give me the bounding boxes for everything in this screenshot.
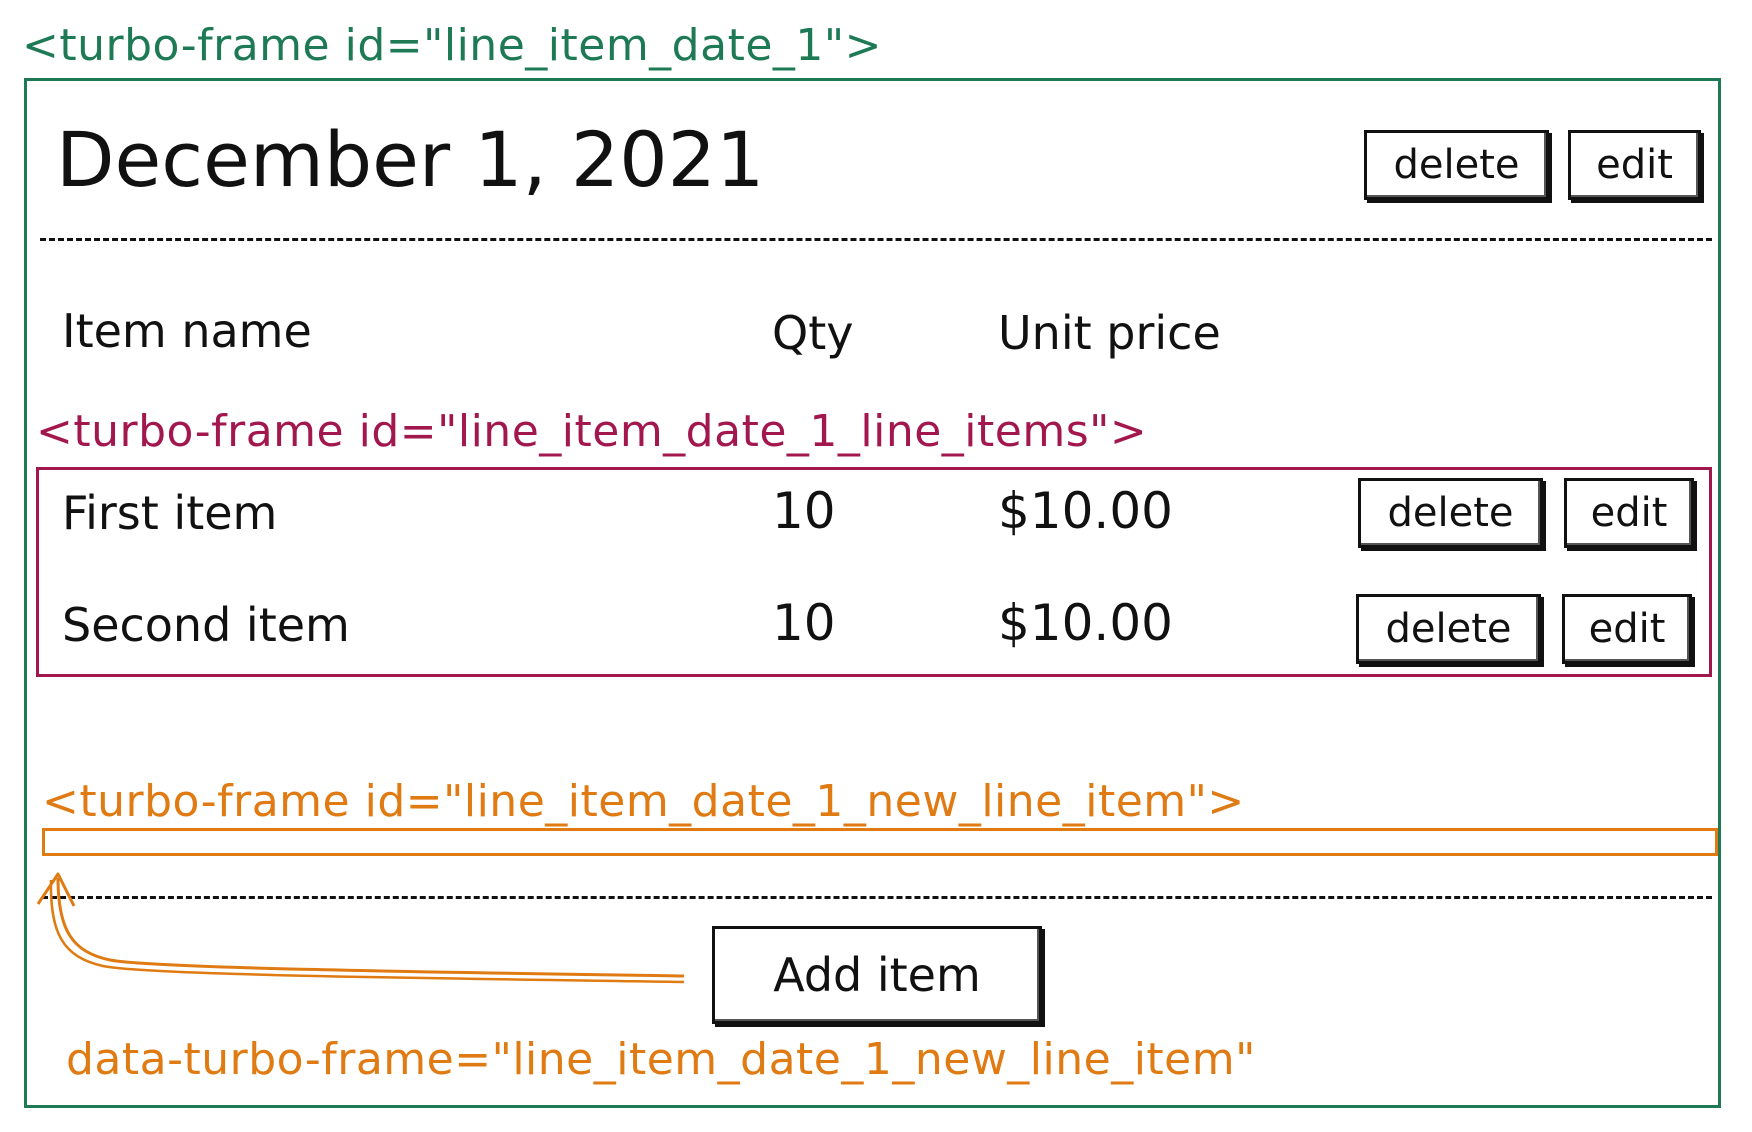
new-line-item-frame bbox=[42, 828, 1718, 856]
line-item-name: Second item bbox=[62, 598, 350, 652]
line-item-qty: 10 bbox=[772, 594, 836, 652]
line-item-price: $10.00 bbox=[998, 594, 1173, 652]
outer-frame-label: <turbo-frame id="line_item_date_1"> bbox=[22, 20, 882, 71]
date-edit-button[interactable]: edit bbox=[1568, 130, 1701, 200]
footer-divider bbox=[42, 896, 1712, 899]
date-title: December 1, 2021 bbox=[56, 115, 765, 204]
add-item-button[interactable]: Add item bbox=[712, 926, 1042, 1024]
date-delete-button[interactable]: delete bbox=[1364, 130, 1549, 200]
line-item-name: First item bbox=[62, 486, 278, 540]
column-header-unit-price: Unit price bbox=[998, 306, 1221, 360]
line-items-frame-label: <turbo-frame id="line_item_date_1_line_i… bbox=[36, 406, 1148, 457]
line-item-edit-button[interactable]: edit bbox=[1562, 594, 1692, 664]
line-item-edit-button[interactable]: edit bbox=[1564, 478, 1694, 548]
header-divider bbox=[40, 238, 1712, 241]
column-header-item-name: Item name bbox=[62, 304, 312, 358]
line-items-frame bbox=[36, 467, 1712, 677]
line-item-qty: 10 bbox=[772, 482, 836, 540]
line-item-date-frame bbox=[24, 78, 1721, 1108]
line-item-delete-button[interactable]: delete bbox=[1358, 478, 1543, 548]
new-line-item-frame-label: <turbo-frame id="line_item_date_1_new_li… bbox=[42, 776, 1245, 827]
line-item-price: $10.00 bbox=[998, 482, 1173, 540]
line-item-delete-button[interactable]: delete bbox=[1356, 594, 1541, 664]
add-item-attribute-note: data-turbo-frame="line_item_date_1_new_l… bbox=[66, 1034, 1256, 1085]
column-header-qty: Qty bbox=[772, 306, 854, 360]
